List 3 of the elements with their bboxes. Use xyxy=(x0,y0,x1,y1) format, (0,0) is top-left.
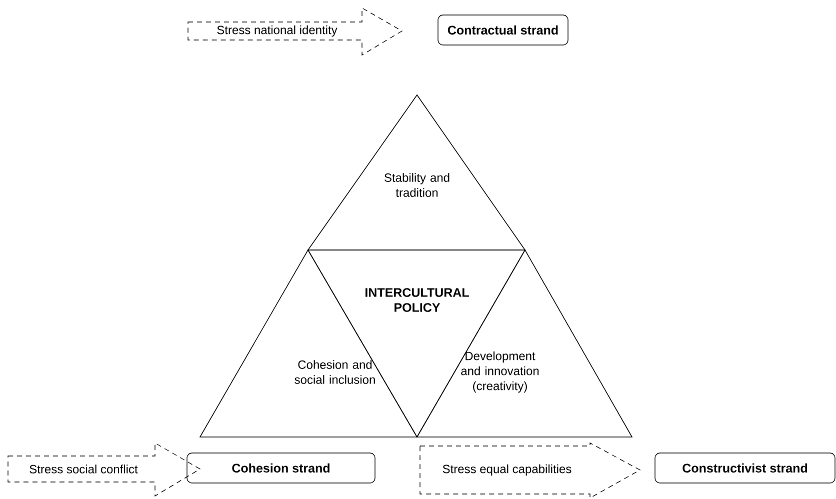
strand-box: Contractual strand xyxy=(438,14,568,46)
strand-box: Cohesion strand xyxy=(186,452,376,484)
strand-box: Constructivist strand xyxy=(654,452,836,484)
